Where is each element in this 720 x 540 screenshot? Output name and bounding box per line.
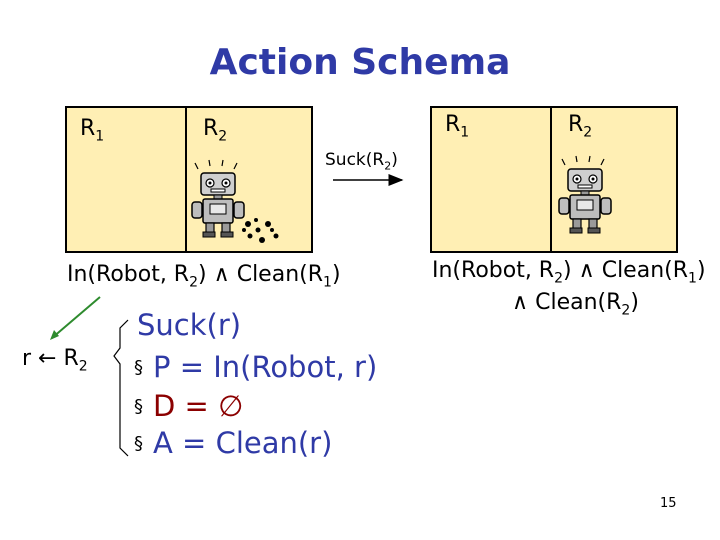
dirt-icon (242, 218, 279, 243)
schema-delete-list: §D = ∅ (134, 389, 244, 423)
schema-precondition: §P = In(Robot, r) (134, 350, 378, 384)
right-room-r2-label: R2 (568, 112, 593, 141)
substitution-label: r ← R2 (22, 346, 88, 375)
right-room-r1-label: R1 (445, 112, 470, 141)
right-rooms-divider (550, 106, 552, 253)
left-room-r2-label: R2 (203, 116, 228, 145)
schema-add-list: §A = Clean(r) (134, 426, 333, 460)
right-state-formula-line1: In(Robot, R2) ∧ Clean(R1) (432, 258, 706, 287)
bullet-icon: § (134, 433, 143, 454)
robot-icon (191, 159, 245, 238)
right-rooms-box (430, 106, 678, 253)
left-room-r1-label: R1 (80, 116, 105, 145)
slide-title: Action Schema (209, 42, 511, 83)
schema-name: Suck(r) (137, 308, 242, 342)
left-state-formula: In(Robot, R2) ∧ Clean(R1) (67, 262, 341, 291)
left-rooms-divider (185, 106, 187, 253)
page-number: 15 (660, 496, 677, 511)
right-state-formula-line2: ∧ Clean(R2) (512, 290, 639, 319)
substitution-arrow (51, 296, 101, 339)
robot-icon (558, 155, 612, 234)
schema-bracket (113, 319, 129, 457)
empty-set-icon: ∅ (218, 389, 244, 423)
bullet-icon: § (134, 396, 143, 417)
transition-action-label: Suck(R2) (325, 150, 398, 173)
bullet-icon: § (134, 357, 143, 378)
